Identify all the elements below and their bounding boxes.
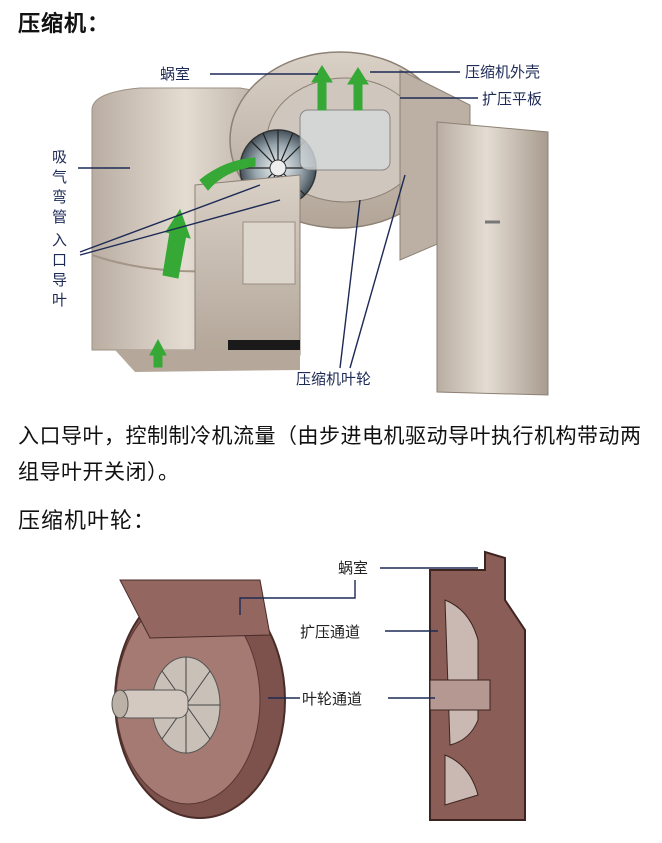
label-suction-elbow-3: 弯 [52, 188, 67, 206]
side-panel-shape [436, 121, 549, 396]
impeller-cross-section-shape [429, 550, 526, 821]
label-suction-elbow-1: 吸 [52, 148, 67, 166]
compressor-assembly-figure: 蜗室 压缩机外壳 扩压平板 吸 气 弯 管 入 口 导 叶 压缩机叶轮 [52, 51, 549, 396]
section-subtitle: 压缩机叶轮： [18, 509, 157, 534]
page-title: 压缩机： [18, 12, 111, 37]
label-volute: 蜗室 [160, 65, 190, 83]
description-text: 入口导叶，控制制冷机流量（由步进电机驱动导叶执行机构带动两组导叶开关闭）。 [18, 424, 642, 484]
label-suction-elbow-2: 气 [52, 168, 67, 186]
label-inlet-guide-vane-4: 叶 [52, 291, 67, 309]
label-inlet-guide-vane-3: 导 [52, 271, 67, 289]
label-diffuser-channel: 扩压通道 [300, 623, 360, 641]
label-diffuser-plate: 扩压平板 [482, 90, 542, 108]
label-compressor-shell: 压缩机外壳 [465, 63, 540, 81]
label-inlet-guide-vane-1: 入 [52, 231, 67, 249]
label-suction-elbow-4: 管 [52, 208, 67, 226]
label-inlet-guide-vane-2: 口 [52, 251, 67, 269]
label-impeller-channel: 叶轮通道 [302, 690, 362, 708]
impeller-disc-shape [111, 579, 286, 819]
label-volute-2: 蜗室 [338, 559, 368, 577]
impeller-figure: 蜗室 扩压通道 叶轮通道 [111, 550, 526, 821]
label-compressor-impeller: 压缩机叶轮 [296, 370, 371, 388]
